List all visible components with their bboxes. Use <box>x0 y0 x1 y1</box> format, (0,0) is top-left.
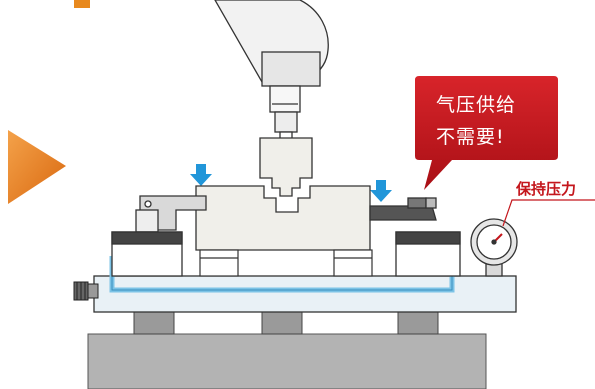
down-arrow-icon <box>370 180 392 202</box>
support-block <box>397 311 439 335</box>
play-arrow-icon <box>8 130 66 204</box>
left-clamp <box>111 195 207 277</box>
fixture-rail <box>93 275 517 313</box>
air-fitting <box>73 281 99 301</box>
locating-pin <box>199 249 239 277</box>
pressure-gauge-icon <box>470 218 518 277</box>
support-block <box>261 311 303 335</box>
down-arrow-icon <box>190 164 212 186</box>
gauge-leader <box>502 199 595 227</box>
gauge-label: 保持压力 <box>516 180 577 198</box>
right-clamp <box>369 197 461 277</box>
callout-line-1: 气压供给 <box>436 94 517 116</box>
support-block <box>133 311 175 335</box>
gripper-die <box>259 137 313 197</box>
robot-arm <box>214 0 329 143</box>
locating-pin <box>333 249 373 277</box>
base-plate <box>87 333 487 389</box>
callout-line-2: 不需要! <box>436 126 505 148</box>
corner-marker <box>74 0 90 8</box>
callout-bubble <box>415 76 558 190</box>
